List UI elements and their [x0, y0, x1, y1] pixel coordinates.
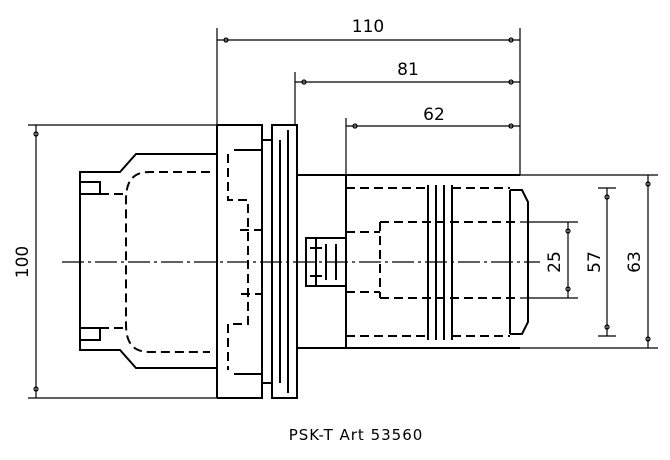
dimension-terminator: [645, 181, 651, 187]
dimension-terminator: [508, 37, 514, 43]
dimension-63: 63: [520, 174, 658, 349]
chuck-body: [297, 174, 529, 349]
dimension-57: 57: [585, 187, 616, 337]
flange: [216, 124, 298, 399]
dimension-terminator: [352, 123, 358, 129]
dimension-terminator: [223, 37, 229, 43]
dimension-terminator: [645, 336, 651, 342]
dimension-terminator: [301, 79, 307, 85]
screw-head: [305, 237, 347, 287]
dimension-terminator: [565, 228, 571, 234]
shank-body: [79, 153, 217, 369]
dimension-62: 62: [345, 105, 520, 175]
dimension-100: 100: [13, 124, 217, 399]
dimension-81-label: 81: [397, 60, 419, 80]
dimension-terminator: [604, 194, 610, 200]
adjusting-screw: [305, 237, 347, 287]
shank-hidden-contour: [125, 171, 210, 353]
dimension-63-label: 63: [625, 251, 645, 273]
dimension-terminator: [33, 386, 39, 392]
dimension-62-label: 62: [423, 105, 445, 125]
dimension-110-label: 110: [352, 17, 384, 37]
shank-outline: [79, 153, 217, 369]
flange-hidden-contour: [227, 154, 249, 370]
shank-notch-bottom: [80, 327, 101, 341]
screw-thread: [310, 247, 322, 277]
dimension-110: 110: [216, 17, 521, 175]
dimension-100-label: 100: [13, 246, 33, 278]
dimension-terminator: [508, 123, 514, 129]
dimension-57-label: 57: [585, 251, 605, 273]
dimension-terminator: [33, 131, 39, 137]
shank-notch-top: [80, 181, 101, 195]
drawing-caption: PSK-T Art 53560: [289, 426, 424, 444]
dimension-terminator: [604, 324, 610, 330]
dimension-terminator: [565, 286, 571, 292]
dimension-25: 25: [520, 221, 578, 299]
flange-outline: [217, 124, 298, 399]
dimension-81: 81: [294, 60, 520, 125]
chuck-nose: [510, 189, 529, 335]
dimension-terminator: [508, 79, 514, 85]
hidden-line: [346, 231, 380, 293]
dimension-25-label: 25: [545, 251, 565, 273]
